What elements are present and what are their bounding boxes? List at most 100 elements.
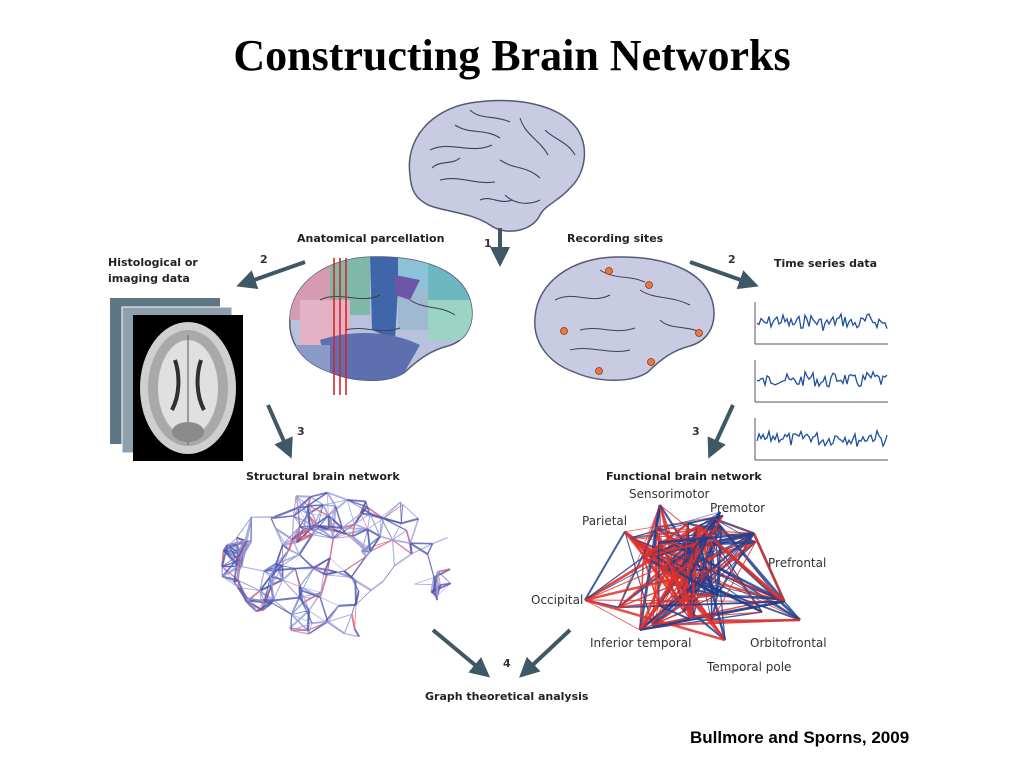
functional-edge	[642, 556, 660, 606]
structural-edge	[282, 579, 300, 587]
structural-edge	[367, 518, 384, 530]
structural-edge	[261, 601, 266, 611]
structural-edge	[233, 581, 240, 589]
structural-edge	[342, 526, 368, 531]
structural-edge	[263, 570, 271, 578]
structural-edge	[282, 549, 290, 566]
structural-edge	[310, 496, 324, 506]
structural-edge	[246, 597, 258, 612]
arrow-step-3-left	[266, 404, 293, 459]
structural-edge	[292, 533, 313, 541]
structural-edge	[329, 538, 335, 559]
functional-edge	[584, 531, 626, 601]
label-anatomical-parcellation: Anatomical parcellation	[297, 232, 445, 245]
structural-edge	[322, 504, 330, 516]
structural-edge	[269, 576, 275, 601]
functional-edge	[639, 604, 660, 631]
structural-edge	[270, 576, 283, 581]
label-functional-network: Functional brain network	[606, 470, 762, 483]
structural-edge	[221, 544, 229, 567]
functional-edge	[639, 611, 685, 631]
structural-edge	[327, 620, 346, 635]
structural-edge	[298, 586, 310, 611]
structural-network-graph	[221, 491, 451, 638]
structural-edge	[426, 553, 435, 578]
structural-edge	[233, 558, 239, 583]
structural-edge	[317, 524, 343, 529]
region-orbitofrontal: Orbitofrontal	[750, 636, 827, 650]
structural-edge	[341, 512, 362, 529]
structural-edge	[319, 596, 339, 607]
structural-edge	[391, 539, 396, 566]
structural-edge	[414, 576, 435, 585]
label-structural-network: Structural brain network	[246, 470, 400, 483]
functional-edge	[659, 504, 676, 546]
slide-title: Constructing Brain Networks	[233, 31, 791, 80]
structural-edge	[317, 525, 334, 539]
structural-edge	[411, 543, 433, 555]
structural-edge	[344, 632, 360, 638]
structural-edge	[307, 491, 328, 507]
structural-edge	[221, 575, 239, 582]
functional-edge	[630, 537, 700, 544]
structural-edge	[291, 515, 295, 540]
structural-edge	[326, 492, 329, 516]
structural-edge	[256, 609, 263, 612]
functional-edge	[713, 518, 726, 641]
region-sensorimotor: Sensorimotor	[629, 487, 710, 501]
structural-edge	[382, 565, 395, 582]
structural-edge	[298, 533, 314, 556]
functional-edge	[657, 542, 660, 606]
functional-edge	[658, 532, 754, 544]
step-2-right: 2	[728, 253, 736, 266]
structural-edge	[327, 491, 348, 501]
arrow-step-3-right	[707, 404, 735, 459]
structural-edge	[347, 498, 366, 503]
structural-edge	[222, 576, 239, 588]
structural-edge	[282, 526, 300, 546]
structural-edge	[306, 514, 311, 530]
time-series-signal-3	[756, 428, 888, 448]
structural-edge	[313, 557, 331, 568]
functional-edge	[658, 541, 756, 607]
structural-edge	[323, 504, 336, 507]
structural-edge	[355, 590, 372, 605]
structural-edge	[241, 565, 265, 572]
functional-edge	[584, 556, 644, 601]
recording-brain	[534, 256, 715, 381]
structural-edge	[299, 513, 309, 528]
structural-edge	[270, 565, 283, 587]
structural-edge	[435, 571, 439, 596]
structural-edge	[329, 557, 345, 572]
structural-edge	[338, 603, 357, 607]
arrow-step-2-right	[689, 260, 759, 290]
structural-edge	[352, 535, 371, 553]
structural-edge	[270, 518, 277, 529]
functional-edge	[683, 541, 756, 613]
structural-edge	[409, 543, 413, 554]
structural-edge	[259, 571, 265, 591]
structural-edge	[322, 557, 331, 575]
functional-edge	[618, 569, 663, 608]
structural-edge	[306, 610, 310, 631]
structural-edge	[354, 579, 372, 592]
structural-edge	[392, 529, 407, 541]
structural-edge	[332, 527, 343, 539]
structural-edge	[364, 509, 371, 515]
functional-edge	[584, 599, 785, 603]
structural-edge	[354, 580, 357, 605]
structural-edge	[426, 543, 434, 555]
structural-edge	[291, 614, 313, 624]
structural-edge	[307, 513, 329, 516]
functional-edge	[710, 594, 719, 622]
functional-network-graph	[584, 504, 801, 642]
structural-edge	[275, 544, 284, 565]
functional-edge	[654, 504, 662, 528]
structural-edge	[393, 553, 413, 567]
structural-edge	[307, 505, 319, 527]
functional-edge	[680, 544, 696, 605]
structural-edge	[307, 504, 329, 517]
arrow-step-4-left	[431, 628, 491, 678]
